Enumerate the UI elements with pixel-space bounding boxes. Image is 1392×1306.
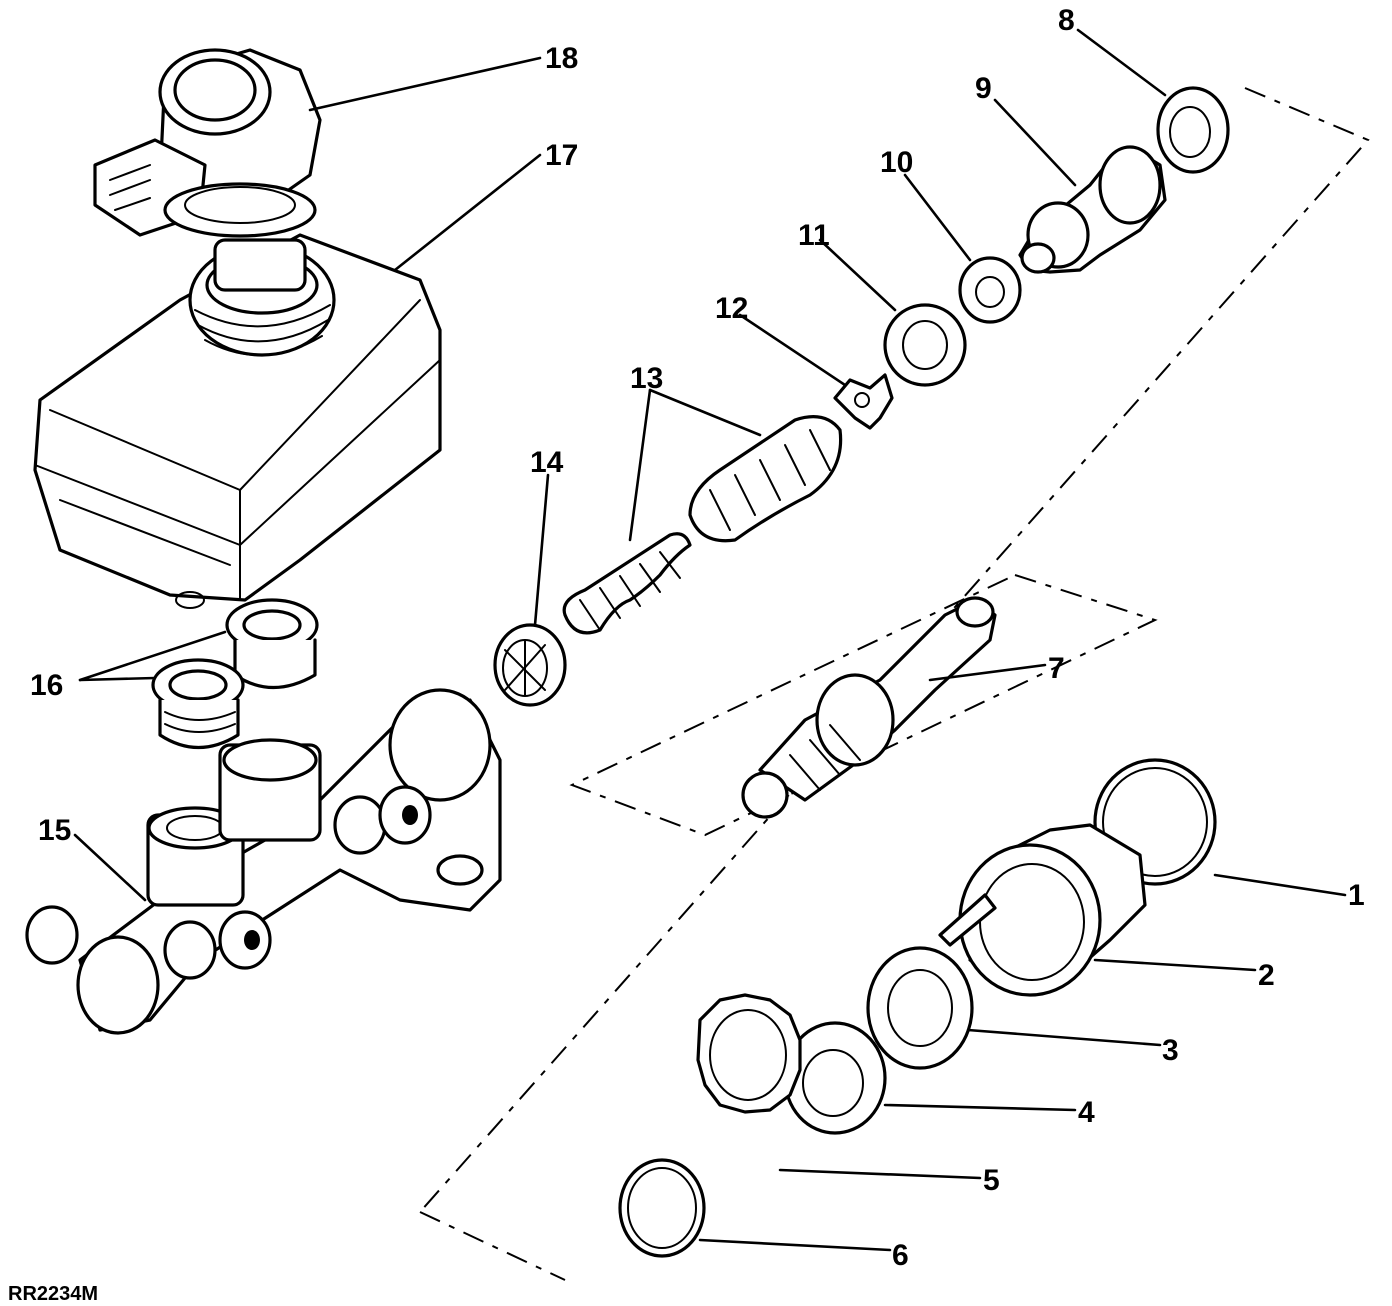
fluid-reservoir [33, 233, 442, 609]
callout-5: 5 [983, 1164, 1000, 1197]
callout-15: 15 [38, 814, 71, 847]
dashed-group-outlines [419, 87, 1370, 1281]
circlip-6 [618, 1158, 706, 1258]
reservoir-seals [151, 598, 319, 750]
seal-11 [883, 303, 967, 387]
primary-plunger [1018, 145, 1167, 274]
callout-16: 16 [30, 669, 63, 702]
figure-reference-code: RR2234M [8, 1283, 98, 1305]
washer-10 [958, 256, 1022, 324]
star-washer-5 [696, 993, 802, 1114]
callout-8: 8 [1058, 4, 1075, 37]
secondary-piston [741, 596, 997, 819]
callout-9: 9 [975, 72, 992, 105]
callout-18: 18 [545, 42, 578, 75]
callout-13: 13 [630, 362, 663, 395]
callout-4: 4 [1078, 1096, 1095, 1129]
reservoir-cap [93, 48, 322, 238]
callout-11: 11 [798, 219, 830, 252]
springs [562, 415, 843, 635]
callout-17: 17 [545, 139, 578, 172]
callout-7: 7 [1048, 652, 1065, 685]
callout-14: 14 [530, 446, 564, 479]
callout-2: 2 [1258, 959, 1275, 992]
seal-8 [1156, 86, 1230, 174]
callout-labels: 1 2 3 4 5 6 7 8 9 10 11 12 13 14 15 16 1… [30, 4, 1365, 1272]
callout-3: 3 [1162, 1034, 1179, 1067]
clip-washer [833, 373, 894, 430]
callout-12: 12 [715, 292, 748, 325]
callout-6: 6 [892, 1239, 909, 1272]
callout-10: 10 [880, 146, 913, 179]
guide-sleeve-2 [938, 823, 1147, 997]
leader-lines [73, 28, 1347, 1252]
seal-3 [866, 946, 974, 1070]
master-cylinder-body [25, 688, 502, 1035]
valve-cage [493, 623, 567, 707]
callout-1: 1 [1348, 879, 1365, 912]
washer-4 [783, 1021, 887, 1135]
